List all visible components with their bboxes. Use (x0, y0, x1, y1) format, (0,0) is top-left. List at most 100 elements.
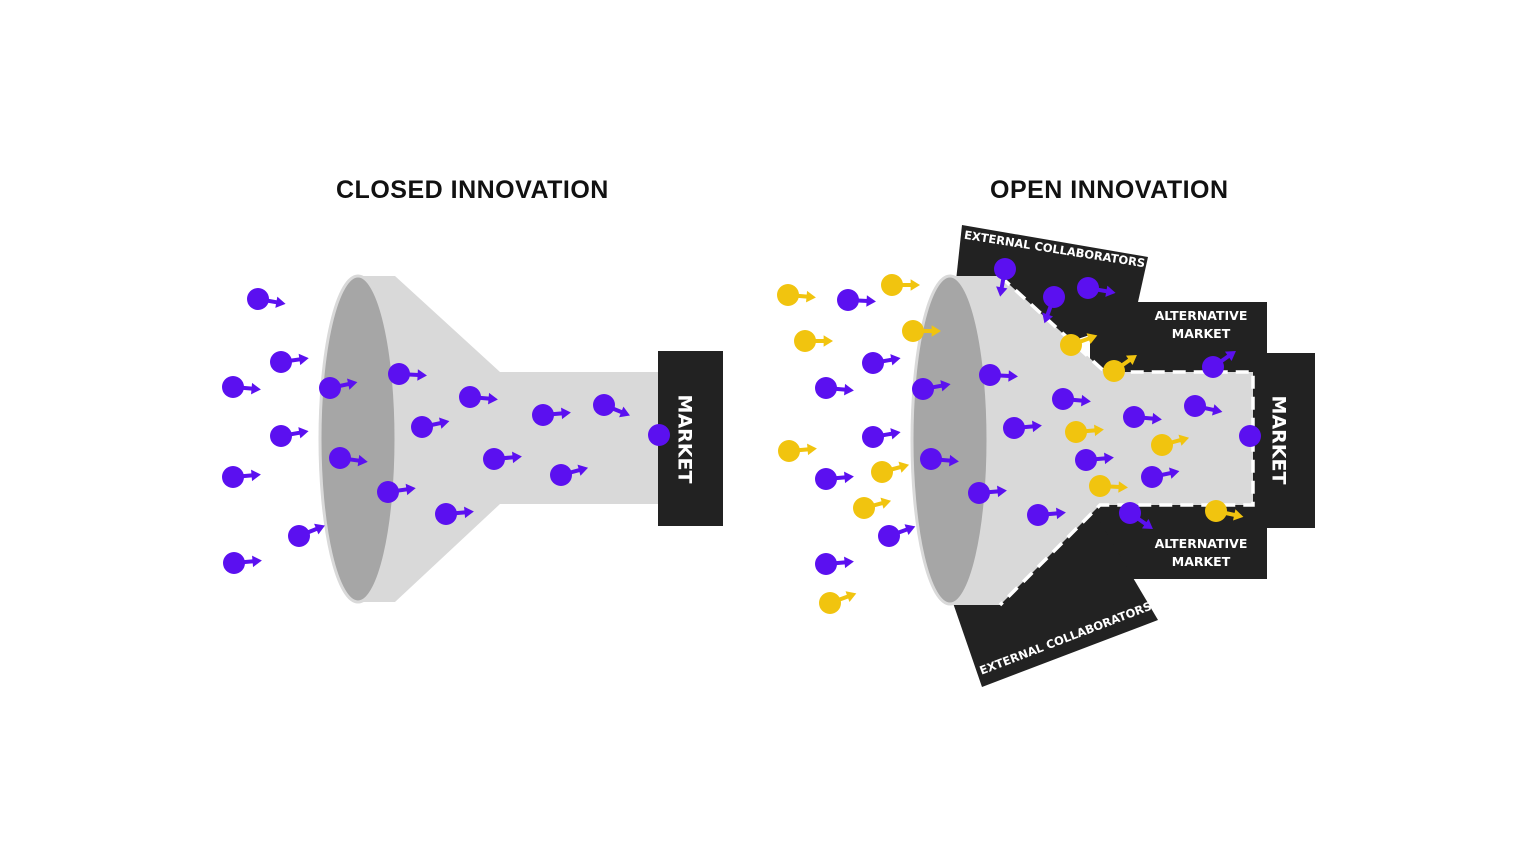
idea-dot (1123, 406, 1145, 428)
idea-dot (862, 352, 884, 374)
idea-dot (483, 448, 505, 470)
idea-dot (979, 364, 1001, 386)
idea-arrow-head (577, 464, 589, 476)
internal-idea-marker (222, 466, 261, 488)
idea-arrow-head (298, 353, 309, 366)
idea-arrow-head (910, 279, 920, 291)
internal-idea-marker (532, 404, 571, 426)
idea-arrow-head (357, 454, 368, 467)
idea-dot (222, 466, 244, 488)
idea-dot (329, 447, 351, 469)
idea-arrow-head (1056, 507, 1066, 520)
idea-arrow-head (890, 354, 901, 366)
idea-dot (853, 497, 875, 519)
internal-idea-marker (815, 553, 854, 575)
alt-market-top-line2: MARKET (1172, 326, 1231, 341)
internal-idea-marker (222, 376, 261, 398)
closed-ideas (222, 288, 670, 574)
idea-arrow-head (807, 443, 817, 456)
idea-dot (1060, 334, 1082, 356)
closed-market-label: MARKET (674, 395, 696, 484)
idea-arrow-head (251, 469, 261, 482)
idea-dot (388, 363, 410, 385)
idea-dot (1202, 356, 1224, 378)
idea-dot (819, 592, 841, 614)
idea-dot (459, 386, 481, 408)
internal-idea-marker (1003, 417, 1042, 439)
idea-arrow-head (347, 378, 358, 390)
alternative-market-top-panel (1090, 302, 1267, 372)
open-funnel-mouth (912, 276, 988, 604)
idea-arrow-head (1178, 434, 1190, 446)
idea-arrow-head (823, 335, 833, 347)
idea-dot (532, 404, 554, 426)
external-idea-marker (778, 440, 817, 462)
internal-idea-marker (247, 288, 286, 310)
idea-arrow-head (931, 325, 941, 337)
idea-dot (319, 377, 341, 399)
idea-arrow-head (405, 483, 416, 496)
idea-arrow-head (844, 471, 854, 484)
idea-arrow-head (488, 392, 498, 405)
internal-idea-marker (1119, 502, 1153, 530)
idea-dot (550, 464, 572, 486)
internal-idea-marker (1123, 406, 1162, 428)
idea-dot (881, 274, 903, 296)
idea-dot (288, 525, 310, 547)
idea-arrow-head (512, 451, 522, 464)
idea-arrow-head (1125, 354, 1137, 366)
closed-funnel (318, 274, 662, 604)
idea-arrow-head (561, 407, 571, 420)
internal-idea-marker (1184, 395, 1223, 417)
external-idea-marker (1205, 500, 1244, 522)
internal-idea-marker (1141, 466, 1180, 488)
internal-idea-marker (1042, 286, 1065, 324)
idea-arrow-head (1141, 518, 1153, 530)
internal-idea-marker (388, 363, 427, 385)
idea-arrow-head (1032, 420, 1042, 433)
idea-dot (778, 440, 800, 462)
idea-arrow-head (1094, 424, 1104, 437)
idea-arrow-head (1212, 404, 1223, 416)
external-idea-marker (853, 497, 892, 519)
internal-idea-marker (319, 377, 358, 399)
idea-dot (411, 416, 433, 438)
external-collaborators-bottom-panel (952, 505, 1158, 687)
idea-arrow-head (1118, 481, 1128, 493)
idea-dot (1077, 277, 1099, 299)
idea-dot (648, 424, 670, 446)
idea-dot (878, 525, 900, 547)
idea-dot (247, 288, 269, 310)
internal-idea-marker (920, 448, 959, 470)
alt-market-bottom-line1: ALTERNATIVE (1155, 536, 1248, 551)
internal-idea-marker (483, 448, 522, 470)
idea-dot (377, 481, 399, 503)
idea-dot (435, 503, 457, 525)
idea-dot (1065, 421, 1087, 443)
idea-arrow-head (949, 454, 959, 467)
idea-arrow-head (904, 524, 916, 536)
internal-idea-marker (1027, 504, 1066, 526)
internal-idea-marker (837, 289, 876, 311)
external-idea-marker (1089, 475, 1128, 497)
idea-dot (968, 482, 990, 504)
idea-arrow-head (1104, 452, 1114, 465)
idea-arrow-head (251, 382, 261, 395)
internal-idea-marker (1077, 277, 1116, 299)
idea-arrow-head (1169, 467, 1180, 479)
idea-dot (912, 378, 934, 400)
idea-arrow-head (298, 427, 309, 439)
idea-arrow-head (1081, 394, 1091, 407)
idea-arrow-head (417, 369, 427, 381)
idea-arrow-head (619, 406, 630, 418)
open-market-block (1252, 353, 1315, 528)
internal-idea-marker (377, 481, 416, 503)
internal-idea-marker (550, 464, 589, 486)
idea-arrow-head (844, 383, 854, 396)
idea-arrow-head (844, 556, 854, 569)
internal-idea-marker (270, 425, 309, 447)
idea-dot (1141, 466, 1163, 488)
internal-idea-marker (288, 523, 325, 547)
